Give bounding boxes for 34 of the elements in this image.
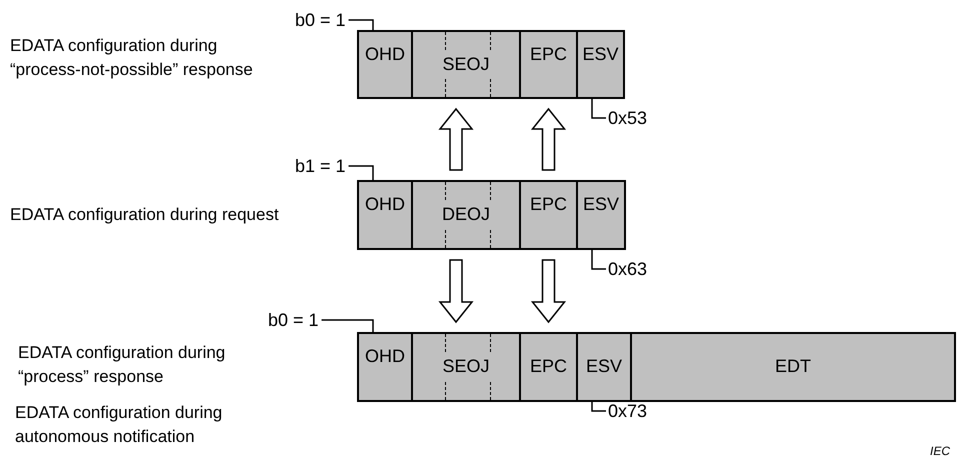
block-arrow bbox=[530, 108, 566, 171]
leader-line bbox=[348, 165, 374, 180]
frame-field: EPC bbox=[519, 180, 578, 250]
value-label: b0 = 1 bbox=[295, 10, 346, 30]
value-label: b1 = 1 bbox=[295, 156, 346, 176]
frame-field: ESV bbox=[576, 30, 625, 99]
block-arrow bbox=[438, 108, 474, 171]
frame-field: SEOJ bbox=[411, 332, 521, 402]
frame-field: EDT bbox=[630, 332, 956, 402]
value-label: 0x63 bbox=[608, 259, 648, 279]
leader-line bbox=[591, 402, 606, 412]
frame-field: SEOJ bbox=[411, 30, 521, 99]
block-arrow bbox=[530, 259, 566, 324]
leader-line bbox=[591, 99, 606, 119]
frame-caption: EDATA configuration during “process” response bbox=[18, 342, 226, 388]
block-arrow bbox=[438, 259, 474, 324]
value-label: b0 = 1 bbox=[268, 310, 319, 330]
frame-field: ESV bbox=[576, 332, 632, 402]
frame-caption: EDATA configuration during autonomous notification bbox=[15, 402, 224, 448]
frame-field: ESV bbox=[576, 180, 626, 250]
frame-field: OHD bbox=[357, 332, 413, 402]
frame-field: OHD bbox=[357, 180, 413, 250]
leader-line bbox=[322, 319, 374, 332]
value-label: 0x73 bbox=[608, 401, 648, 421]
frame-field: OHD bbox=[357, 30, 413, 99]
value-label: 0x53 bbox=[608, 108, 648, 128]
frame-field: DEOJ bbox=[411, 180, 521, 250]
leader-line bbox=[591, 250, 606, 270]
frame-caption: EDATA configuration during request bbox=[10, 204, 280, 226]
frame-field: EPC bbox=[519, 332, 578, 402]
leader-line bbox=[348, 19, 374, 30]
frame-caption: EDATA configuration during “process-not-possible” response bbox=[10, 35, 254, 81]
figure-source-mark: IEC bbox=[930, 444, 952, 458]
frame-field: EPC bbox=[519, 30, 578, 99]
